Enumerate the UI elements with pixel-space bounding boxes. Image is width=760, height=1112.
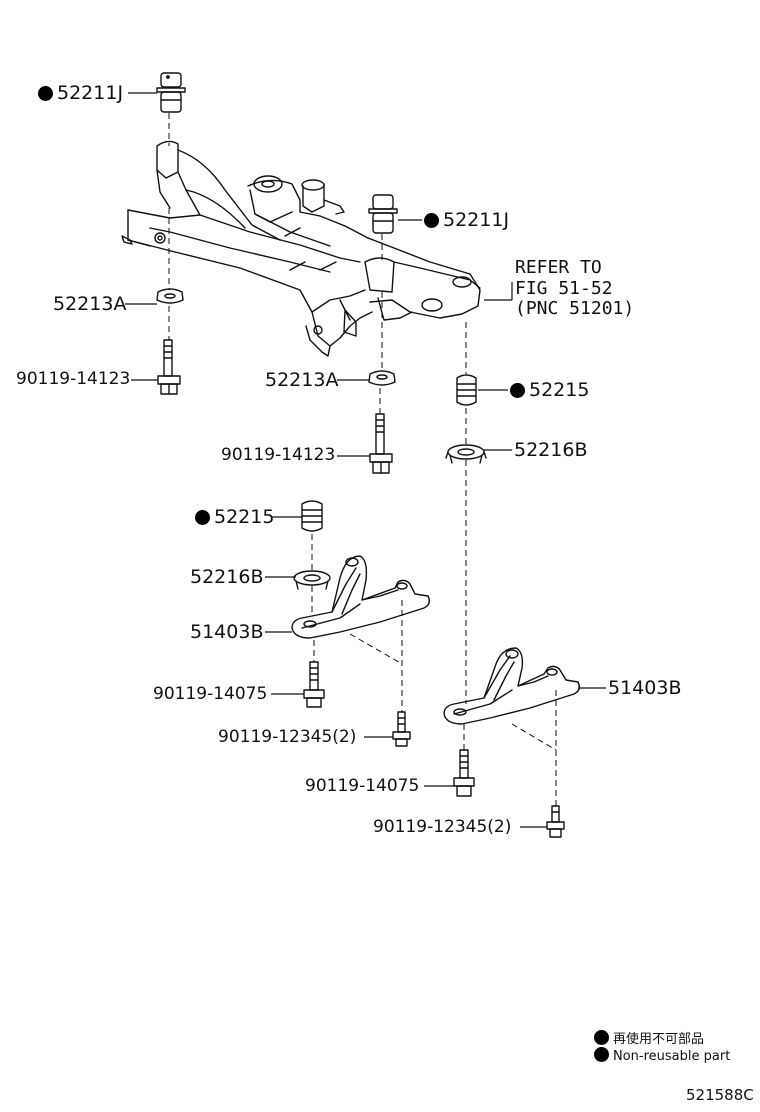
label-90119-14075-left: 90119-14075 — [153, 684, 268, 704]
non-reusable-dot-icon — [195, 510, 210, 525]
bolt-90119-12345-left — [392, 711, 411, 747]
part-number: 52215 — [214, 506, 275, 528]
collar-52213a-mid — [368, 370, 396, 386]
label-90119-12345-right: 90119-12345(2) — [373, 817, 512, 837]
non-reusable-dot-icon — [594, 1047, 609, 1062]
non-reusable-dot-icon — [510, 383, 525, 398]
label-90119-14123-left: 90119-14123 — [16, 369, 131, 389]
retainer-52216b-right — [445, 444, 487, 464]
label-90119-14123-mid: 90119-14123 — [221, 445, 336, 465]
label-52215-left: 52215 — [195, 508, 274, 527]
reference-line-1: REFER TO — [515, 257, 602, 278]
label-52213a-mid: 52213A — [265, 369, 339, 391]
legend-japanese: 再使用不可部品 — [594, 1028, 704, 1047]
non-reusable-dot-icon — [38, 86, 53, 101]
legend-english-text: Non-reusable part — [613, 1049, 731, 1064]
part-number: 52211J — [57, 82, 124, 104]
stopper-52215-left — [301, 500, 323, 532]
bracket-51403b-left — [291, 555, 431, 639]
bolt-90119-14123-mid — [369, 413, 393, 474]
bushing-52211j-left — [156, 72, 186, 113]
part-number: 52215 — [529, 379, 590, 401]
diagram-code: 521588C — [686, 1086, 754, 1104]
bushing-52211j-mid — [368, 194, 398, 234]
leader-lines — [125, 92, 606, 828]
label-90119-12345-left: 90119-12345(2) — [218, 727, 357, 747]
label-52211j-top: 52211J — [38, 84, 123, 103]
retainer-52216b-left — [293, 570, 331, 590]
reference-line-3: (PNC 51201) — [515, 298, 635, 320]
part-number: 52211J — [443, 209, 510, 231]
front-suspension-crossmember — [121, 140, 481, 357]
label-51403b-left: 51403B — [190, 621, 264, 643]
non-reusable-dot-icon — [594, 1030, 609, 1045]
label-52216b-left: 52216B — [190, 566, 264, 588]
collar-52213a-left — [156, 288, 184, 304]
stopper-52215-right — [456, 374, 477, 406]
bolt-90119-14075-right — [453, 749, 475, 797]
legend-english: Non-reusable part — [594, 1047, 730, 1064]
bolt-90119-14123-left — [157, 339, 181, 395]
alignment-lines — [168, 113, 557, 806]
label-52211j-mid: 52211J — [424, 211, 509, 230]
label-52216b-right: 52216B — [514, 439, 588, 461]
bolt-90119-12345-right — [546, 805, 565, 838]
label-51403b-right: 51403B — [608, 677, 682, 699]
label-90119-14075-right: 90119-14075 — [305, 776, 420, 796]
bracket-51403b-right — [443, 647, 581, 725]
reference-line-2: FIG 51-52 — [515, 277, 613, 299]
legend-japanese-text: 再使用不可部品 — [613, 1032, 705, 1047]
non-reusable-dot-icon — [424, 213, 439, 228]
label-52215-right: 52215 — [510, 381, 589, 400]
bolt-90119-14075-left — [303, 661, 325, 708]
label-52213a-left: 52213A — [53, 293, 127, 315]
